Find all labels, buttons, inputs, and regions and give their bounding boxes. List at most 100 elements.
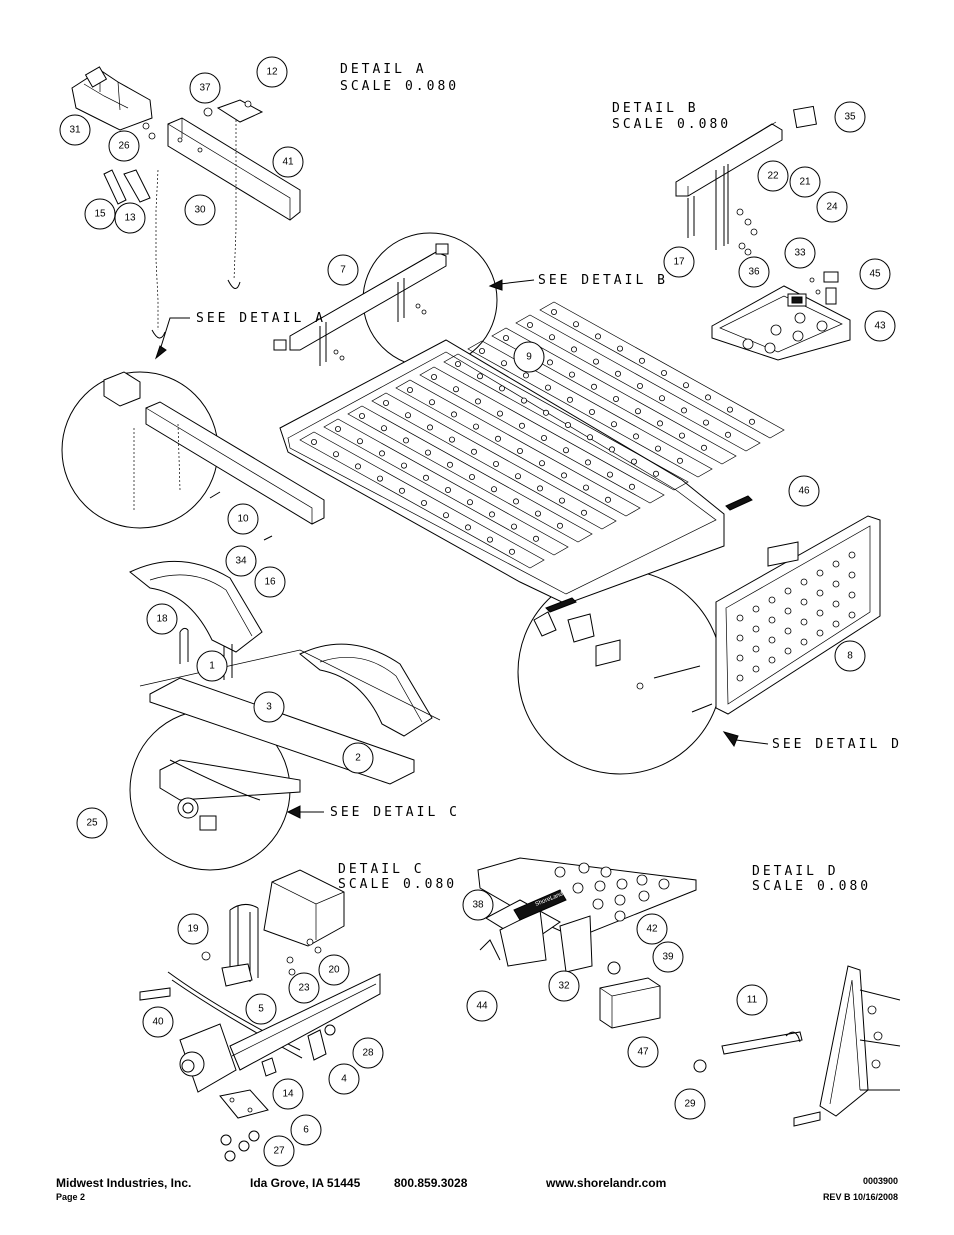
- detail-a-drawing: [71, 66, 301, 339]
- svg-text:SEE DETAIL C: SEE DETAIL C: [330, 805, 460, 820]
- svg-text:SCALE 0.080: SCALE 0.080: [612, 117, 731, 132]
- callout-label: 1: [209, 661, 215, 672]
- detail-a-header: DETAIL A SCALE 0.080: [340, 62, 459, 94]
- callout-label: 18: [156, 614, 168, 625]
- callout-47: 47: [627, 1036, 659, 1068]
- callout-27: 27: [263, 1135, 295, 1167]
- callout-8: 8: [834, 640, 866, 672]
- detail-d-circle: [517, 569, 723, 775]
- callout-11: 11: [736, 984, 768, 1016]
- callout-34: 34: [225, 545, 257, 577]
- callout-label: 31: [69, 125, 81, 136]
- callout-label: 39: [662, 952, 674, 963]
- callout-label: 17: [673, 257, 685, 268]
- callout-label: 47: [637, 1047, 649, 1058]
- callout-6: 6: [290, 1114, 322, 1146]
- callout-label: 35: [844, 112, 856, 123]
- callout-28: 28: [352, 1037, 384, 1069]
- callout-3: 3: [253, 691, 285, 723]
- callout-23: 23: [288, 972, 320, 1004]
- svg-text:DETAIL C: DETAIL C: [338, 862, 425, 877]
- callout-29: 29: [674, 1088, 706, 1120]
- callout-label: 46: [798, 486, 810, 497]
- callout-15: 15: [84, 198, 116, 230]
- callout-label: 7: [340, 265, 346, 276]
- callout-label: 20: [328, 965, 340, 976]
- callout-7: 7: [327, 254, 359, 286]
- detail-b-header: DETAIL B SCALE 0.080: [612, 101, 731, 132]
- detail-b-drawing: [675, 105, 851, 361]
- callout-41: 41: [272, 146, 304, 178]
- callout-label: 3: [266, 702, 272, 713]
- callout-label: 40: [152, 1017, 164, 1028]
- revision-date: REV B 10/16/2008: [822, 1192, 898, 1202]
- callout-label: 26: [118, 141, 130, 152]
- document-number: 0003900: [862, 1176, 898, 1186]
- callout-label: 42: [646, 924, 658, 935]
- callout-39: 39: [652, 941, 684, 973]
- svg-text:SEE DETAIL A: SEE DETAIL A: [196, 311, 326, 326]
- callout-label: 13: [124, 213, 136, 224]
- callout-32: 32: [548, 970, 580, 1002]
- callout-12: 12: [256, 56, 288, 88]
- callout-label: 10: [237, 514, 249, 525]
- see-detail-b: SEE DETAIL B: [488, 273, 665, 291]
- company-name: Midwest Industries, Inc.: [56, 1176, 192, 1190]
- callout-22: 22: [757, 160, 789, 192]
- callout-31: 31: [59, 114, 91, 146]
- callout-24: 24: [816, 191, 848, 223]
- callout-2: 2: [342, 742, 374, 774]
- detail-c-header: DETAIL C SCALE 0.080: [338, 862, 457, 892]
- callout-44: 44: [466, 990, 498, 1022]
- see-detail-a: SEE DETAIL A: [154, 311, 326, 360]
- svg-text:SCALE 0.080: SCALE 0.080: [340, 79, 459, 94]
- callout-17: 17: [663, 246, 695, 278]
- callout-label: 34: [235, 556, 247, 567]
- callout-label: 33: [794, 248, 806, 259]
- callout-label: 41: [282, 157, 294, 168]
- callout-label: 19: [187, 924, 199, 935]
- callout-label: 21: [799, 177, 811, 188]
- callout-30: 30: [184, 194, 216, 226]
- svg-text:DETAIL B: DETAIL B: [612, 101, 699, 116]
- callout-label: 32: [558, 981, 570, 992]
- callout-label: 23: [298, 983, 310, 994]
- callout-21: 21: [789, 166, 821, 198]
- callout-18: 18: [146, 603, 178, 635]
- svg-text:DETAIL D: DETAIL D: [752, 864, 839, 879]
- detail-d-header: DETAIL D SCALE 0.080: [752, 864, 871, 894]
- svg-text:DETAIL A: DETAIL A: [340, 62, 427, 77]
- callout-label: 36: [748, 267, 760, 278]
- callout-10: 10: [227, 503, 259, 535]
- callout-45: 45: [859, 258, 891, 290]
- company-city: Ida Grove, IA 51445: [250, 1176, 361, 1190]
- see-detail-c: SEE DETAIL C: [286, 805, 460, 820]
- callout-label: 15: [94, 209, 106, 220]
- callout-19: 19: [177, 913, 209, 945]
- callout-38: 38: [462, 889, 494, 921]
- callout-label: 25: [86, 818, 98, 829]
- callout-33: 33: [784, 237, 816, 269]
- callout-25: 25: [76, 807, 108, 839]
- callout-label: 27: [273, 1146, 285, 1157]
- callout-label: 14: [282, 1089, 294, 1100]
- page-number: Page 2: [56, 1192, 86, 1202]
- callout-4: 4: [328, 1063, 360, 1095]
- callout-16: 16: [254, 566, 286, 598]
- callout-label: 6: [303, 1125, 309, 1136]
- svg-text:SEE DETAIL D: SEE DETAIL D: [772, 737, 902, 752]
- page-footer: Midwest Industries, Inc. Ida Grove, IA 5…: [56, 1176, 898, 1208]
- callout-label: 5: [258, 1004, 264, 1015]
- callout-label: 38: [472, 900, 484, 911]
- svg-text:SCALE 0.080: SCALE 0.080: [338, 877, 457, 892]
- callout-label: 4: [341, 1074, 347, 1085]
- company-website: www.shorelandr.com: [546, 1176, 667, 1190]
- svg-text:SCALE 0.080: SCALE 0.080: [752, 879, 871, 894]
- callout-14: 14: [272, 1078, 304, 1110]
- callout-label: 22: [767, 171, 779, 182]
- detail-c-drawing: [139, 869, 381, 1162]
- callout-label: 30: [194, 205, 206, 216]
- callout-36: 36: [738, 256, 770, 288]
